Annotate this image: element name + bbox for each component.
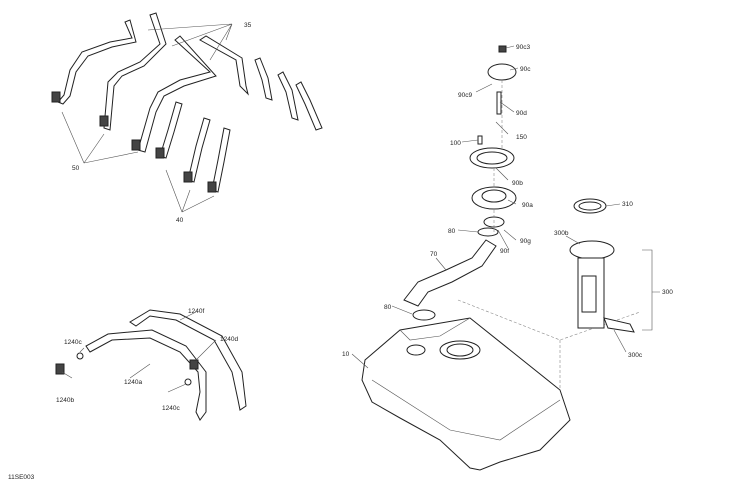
callout-90c: 90c xyxy=(520,66,531,73)
leader-lines xyxy=(351,45,627,369)
screw-100 xyxy=(477,135,483,145)
hose-clamp-lower xyxy=(412,309,436,321)
fuel-line-1240a xyxy=(85,329,207,421)
callout-300: 300 xyxy=(662,289,673,296)
fuel-tank xyxy=(361,317,571,471)
fuel-tank-assembly xyxy=(361,45,641,471)
strap-6 xyxy=(277,71,299,121)
fuel-line-assembly xyxy=(55,309,247,421)
callout-90d: 90d xyxy=(516,110,527,117)
callout-1240f: 1240f xyxy=(188,308,204,315)
callout-1240c-left: 1240c xyxy=(64,339,82,346)
leader-100 xyxy=(461,139,479,143)
fuel-level-sender xyxy=(603,317,635,333)
callout-1240d: 1240d xyxy=(220,336,238,343)
leader-300b xyxy=(565,235,581,245)
callout-35: 35 xyxy=(244,22,252,29)
fuel-pump-module xyxy=(569,198,660,333)
leader-70 xyxy=(435,257,447,271)
callout-70: 70 xyxy=(430,251,438,258)
strap-buckle-2 xyxy=(99,115,109,127)
leader-50 xyxy=(61,111,139,164)
strap-9 xyxy=(187,117,211,183)
leader-310 xyxy=(605,203,621,207)
callout-310: 310 xyxy=(622,201,633,208)
leader-90c9 xyxy=(475,83,493,93)
fuel-hose xyxy=(403,239,497,307)
cap-plug-90c3 xyxy=(498,45,507,53)
strap-8 xyxy=(159,101,183,159)
leader-150 xyxy=(495,121,509,135)
leader-10 xyxy=(351,353,369,369)
pump-top-flange xyxy=(569,240,615,260)
callout-10: 10 xyxy=(342,351,350,358)
leader-90b xyxy=(495,167,509,181)
tank-seam xyxy=(371,379,561,441)
bracket-300 xyxy=(642,249,660,331)
pump-canister xyxy=(581,275,597,313)
leader-35 xyxy=(147,23,233,61)
callout-90b: 90b xyxy=(512,180,523,187)
callout-90f: 90f xyxy=(500,248,509,255)
leader-90a xyxy=(507,199,517,205)
connector-1240b xyxy=(55,363,65,375)
strap-buckle-5 xyxy=(183,171,193,183)
callout-90c9: 90c9 xyxy=(458,92,472,99)
callout-90a: 90a xyxy=(522,202,533,209)
tank-opening-inner xyxy=(446,343,474,357)
callout-100: 100 xyxy=(450,140,461,147)
callout-40: 40 xyxy=(176,217,184,224)
pump-flange-90a-inner xyxy=(481,189,507,203)
callout-300b: 300b xyxy=(554,230,569,237)
strap-7 xyxy=(295,81,323,131)
callout-1240a: 1240a xyxy=(124,379,142,386)
hose-clamp-upper xyxy=(477,227,499,237)
strap-group xyxy=(51,12,323,213)
callout-labels: 35 50 40 90c3 90c 90c9 90d 150 100 90b 9… xyxy=(8,22,673,481)
strap-10 xyxy=(211,127,231,193)
strap-buckle-1 xyxy=(51,91,61,103)
leader-90c xyxy=(509,67,519,71)
leader-90f xyxy=(497,229,509,249)
callout-90c3: 90c3 xyxy=(516,44,530,51)
strap-buckle-6 xyxy=(207,181,217,193)
leader-80-lower xyxy=(391,305,413,315)
strap-2 xyxy=(103,12,167,131)
connector-1240d xyxy=(189,359,199,370)
clip-1240c-left xyxy=(76,352,84,360)
callout-80-lower: 80 xyxy=(384,304,392,311)
fuel-line-1240f xyxy=(129,309,247,411)
callout-90g: 90g xyxy=(520,238,531,245)
leader-90c3 xyxy=(505,45,515,49)
strap-4 xyxy=(199,35,249,96)
callout-300c: 300c xyxy=(628,352,643,359)
strap-buckle-4 xyxy=(155,147,165,159)
tank-filler-port xyxy=(406,344,426,356)
strap-3 xyxy=(137,35,217,153)
leader-90g xyxy=(503,229,517,241)
stud-90d xyxy=(496,91,502,115)
leader-90d xyxy=(499,101,515,113)
lock-ring-310-inner xyxy=(578,201,602,211)
callout-50: 50 xyxy=(72,165,80,172)
callout-80-upper: 80 xyxy=(448,228,456,235)
strap-5 xyxy=(254,57,273,101)
assembly-axis xyxy=(493,80,503,232)
callout-1240b: 1240b xyxy=(56,397,74,404)
leader-80-upper xyxy=(457,229,479,233)
drawing-ref-code: 11SE003 xyxy=(8,474,35,481)
cap-90c xyxy=(487,63,517,81)
leader-40 xyxy=(165,169,215,213)
gasket-90b-inner xyxy=(476,151,508,165)
tank-top-edge xyxy=(399,317,471,341)
clip-1240c-right xyxy=(184,378,192,386)
strap-1 xyxy=(57,19,137,105)
callout-150: 150 xyxy=(516,134,527,141)
strap-buckle-3 xyxy=(131,139,141,151)
leaders-1240 xyxy=(61,311,217,393)
callout-1240c-right: 1240c xyxy=(162,405,180,412)
leader-300c xyxy=(613,329,627,353)
